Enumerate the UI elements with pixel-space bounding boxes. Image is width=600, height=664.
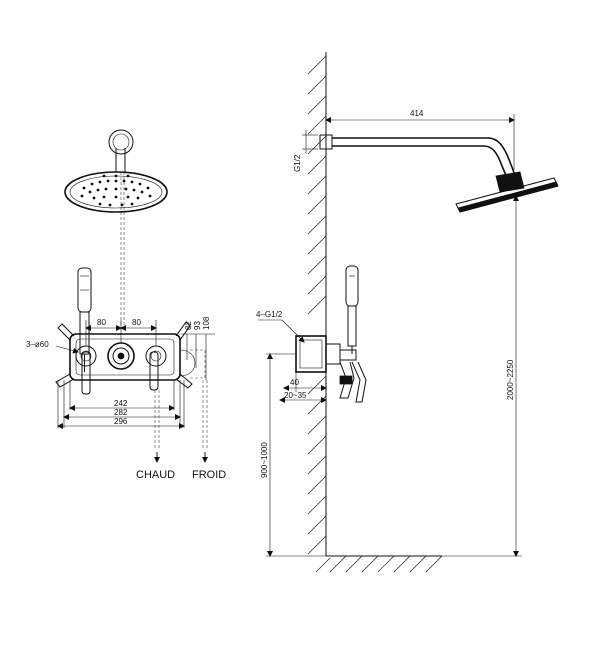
shower-arm-front	[108, 129, 134, 330]
dim-282: 282	[114, 408, 128, 417]
wall-section	[307, 52, 327, 556]
rain-shower-head-front	[64, 171, 168, 213]
dim-recess: 20~35	[284, 391, 307, 400]
shower-arm-side	[319, 134, 525, 193]
label-thread-arm: G1/2	[293, 154, 302, 172]
dim-valve-height: 900~1000	[260, 442, 269, 478]
dim-242: 242	[114, 399, 128, 408]
mixer-valve-side	[295, 335, 367, 403]
hand-shower-front	[77, 267, 92, 372]
rain-shower-head-side	[455, 177, 559, 213]
side-dimensions	[258, 114, 522, 557]
side-view: 414 G1/2 4–G1/2 40 20~35 900~1000 2000~2…	[256, 52, 559, 573]
dim-82: 82	[184, 321, 193, 330]
front-dimensions	[55, 320, 215, 429]
label-cold-inlet: FROID	[192, 469, 226, 481]
front-view: 80 80 82 93 108 242 282 296 3–ø60 CHAUD …	[26, 129, 226, 481]
floor-section	[315, 555, 443, 573]
inlet-pipes	[154, 380, 208, 463]
dim-296: 296	[114, 417, 128, 426]
mixer-valve-front	[55, 321, 206, 395]
dim-arm-length: 414	[410, 109, 424, 118]
label-hot-inlet: CHAUD	[136, 469, 175, 481]
dim-total-height: 2000~2250	[506, 359, 515, 400]
label-thread-box: 4–G1/2	[256, 310, 283, 319]
dim-80-left: 80	[97, 318, 106, 327]
dim-40: 40	[290, 378, 299, 387]
label-diameter: 3–ø60	[26, 340, 49, 349]
dim-93: 93	[193, 321, 202, 330]
dim-80-right: 80	[132, 318, 141, 327]
hand-shower-side	[345, 265, 359, 354]
dim-108: 108	[202, 316, 211, 330]
